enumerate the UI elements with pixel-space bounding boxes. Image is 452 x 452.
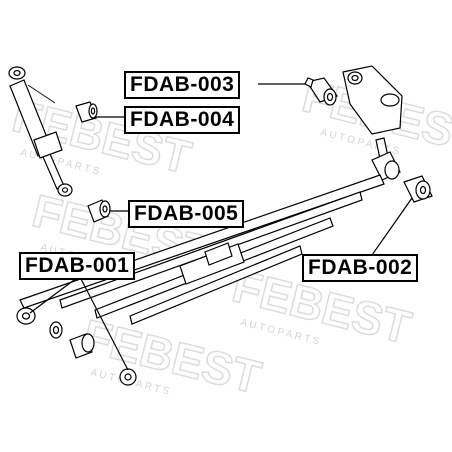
shock-lower-body: [33, 131, 63, 159]
leader-002: [371, 197, 413, 256]
bushing-001-front: [16, 307, 36, 325]
part-label-fdab-005[interactable]: FDAB-005: [128, 200, 245, 228]
lower-bushings: [49, 321, 137, 386]
part-label-fdab-004[interactable]: FDAB-004: [124, 106, 241, 134]
bushing-002: [371, 151, 433, 203]
leader-001-b: [79, 276, 129, 371]
leader-lines: [29, 83, 413, 371]
bushing-003: [304, 77, 338, 106]
watermark-brand-5: FEBEST: [78, 309, 267, 403]
shock-absorber: [8, 66, 73, 197]
bushing-004: [75, 101, 98, 123]
shock-top-eye-hole: [13, 69, 21, 77]
shock-bottom-eye-hole: [61, 187, 69, 193]
bushing-005: [87, 199, 111, 223]
part-label-fdab-003[interactable]: FDAB-003: [124, 71, 241, 99]
part-label-fdab-001[interactable]: FDAB-001: [19, 252, 136, 280]
leader-001-a: [29, 276, 79, 314]
part-label-fdab-002[interactable]: FDAB-002: [302, 254, 419, 282]
